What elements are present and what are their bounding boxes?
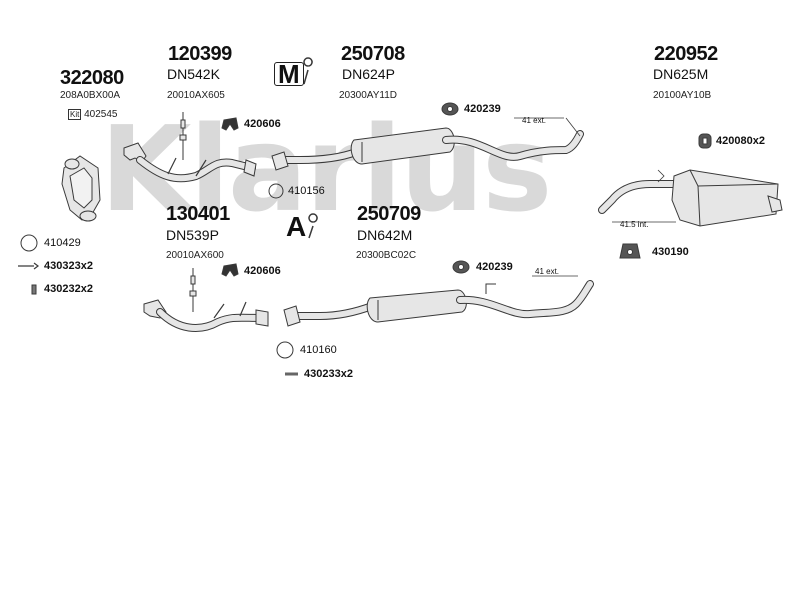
centre-silencer-250708 xyxy=(271,117,584,171)
part-420080: 420080x2 xyxy=(716,135,765,147)
assembly-ref-250709: 20300BC02C xyxy=(356,250,417,261)
part-410160: 410160 xyxy=(300,344,337,356)
assembly-ref-220952: 20100AY10B xyxy=(653,90,712,101)
ring-icon-410160 xyxy=(276,341,294,359)
part-420606-upper: 420606 xyxy=(244,118,281,130)
hanger-icon-430190 xyxy=(619,243,641,259)
part-430190: 430190 xyxy=(652,246,689,258)
assembly-number-120399: 120399 xyxy=(168,43,232,65)
front-pipe-130401 xyxy=(143,268,269,332)
assembly-code-250708: DN624P xyxy=(342,66,395,82)
ring-icon-410429 xyxy=(20,234,38,252)
legend-m-letter: M xyxy=(274,61,304,87)
part-420606-lower: 420606 xyxy=(244,265,281,277)
kit-number: 402545 xyxy=(84,109,118,120)
assembly-ref-130401: 20010AX600 xyxy=(166,250,224,261)
assembly-number-220952: 220952 xyxy=(654,43,718,65)
legend-a-icon xyxy=(308,213,318,239)
legend-m-icon xyxy=(272,57,313,86)
assembly-number-322080: 322080 xyxy=(60,67,124,89)
part-430323: 430323x2 xyxy=(44,260,93,272)
assembly-number-250708: 250708 xyxy=(341,43,405,65)
centre-silencer-250709 xyxy=(283,275,594,327)
assembly-ref-250708: 20300AY11D xyxy=(339,90,398,101)
assembly-code-120399: DN542K xyxy=(167,66,220,82)
bolt-icon-430232 xyxy=(31,284,37,295)
legend-a-letter: A xyxy=(286,211,307,242)
bolt-icon-430323 xyxy=(18,262,39,270)
assembly-code-130401: DN539P xyxy=(166,227,219,243)
mount-icon-420239a xyxy=(441,102,459,116)
assembly-number-130401: 130401 xyxy=(166,203,230,225)
assembly-number-250709: 250709 xyxy=(357,203,421,225)
part-420239-lower: 420239 xyxy=(476,261,513,273)
part-430233: 430233x2 xyxy=(304,368,353,380)
clamp-icon-420606a xyxy=(221,117,239,131)
int-label-rear: 41.5 int. xyxy=(620,220,649,229)
part-420239-upper: 420239 xyxy=(464,103,501,115)
ring-icon-410156 xyxy=(268,183,284,199)
kit-badge: Kit xyxy=(68,109,82,120)
part-410429: 410429 xyxy=(44,237,81,249)
klarius-watermark: Klarius xyxy=(100,100,552,238)
rear-silencer-220952 xyxy=(598,169,783,227)
assembly-ref-120399: 20010AX605 xyxy=(167,90,225,101)
mount-icon-420239b xyxy=(452,260,470,274)
mount-icon-420080 xyxy=(698,133,712,149)
clamp-icon-420606b xyxy=(221,263,239,277)
part-410156: 410156 xyxy=(288,185,325,197)
ext-label-lower: 41 ext. xyxy=(535,267,560,276)
ext-label-upper: 41 ext. xyxy=(522,116,547,125)
front-pipe-120399 xyxy=(123,112,257,183)
assembly-code-250709: DN642M xyxy=(357,227,413,243)
part-430232: 430232x2 xyxy=(44,283,93,295)
assembly-code-220952: DN625M xyxy=(653,66,709,82)
assembly-ref-322080: 208A0BX00A xyxy=(60,90,121,101)
catalytic-converter-322080 xyxy=(61,155,101,222)
kit-label: Kit 402545 xyxy=(68,109,118,120)
